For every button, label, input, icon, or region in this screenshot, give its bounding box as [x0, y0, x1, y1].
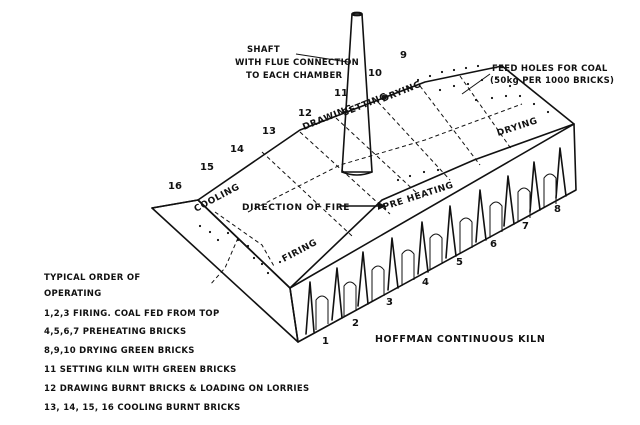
chamber-number-6: 6	[490, 239, 497, 250]
chamber-number-16: 16	[168, 181, 182, 192]
diagram-title: HOFFMAN CONTINUOUS KILN	[375, 334, 545, 345]
operating-order-legend: TYPICAL ORDER OF OPERATING 1,2,3 FIRING.…	[44, 273, 309, 413]
chamber-number-7: 7	[522, 221, 529, 232]
legend-item-cooling: 13, 14, 15, 16 COOLING BURNT BRICKS	[44, 403, 241, 413]
zone-drying-right: DRYING	[496, 116, 539, 139]
shaft-label-line-1: SHAFT	[247, 45, 280, 55]
shaft-label-line-2: WITH FLUE CONNECTION	[235, 58, 359, 68]
leader-lines	[295, 53, 491, 95]
chamber-number-1: 1	[322, 336, 329, 347]
zone-drying-top: DRYING	[380, 80, 423, 105]
chamber-number-2: 2	[352, 318, 359, 329]
chamber-number-13: 13	[262, 126, 276, 137]
shaft-chimney	[341, 11, 373, 176]
legend-item-setting: 11 SETTING KILN WITH GREEN BRICKS	[44, 365, 237, 375]
direction-arrow	[339, 202, 386, 210]
buttresses	[305, 147, 567, 335]
legend-item-drying: 8,9,10 DRYING GREEN BRICKS	[44, 346, 195, 356]
shaft-label-line-3: TO EACH CHAMBER	[246, 71, 343, 81]
chamber-number-11: 11	[334, 88, 348, 99]
legend-item-drawing: 12 DRAWING BURNT BRICKS & LOADING ON LOR…	[44, 384, 309, 394]
chamber-number-10: 10	[368, 68, 382, 79]
chamber-number-8: 8	[554, 204, 561, 215]
legend-item-firing: 1,2,3 FIRING. COAL FED FROM TOP	[44, 309, 219, 319]
chamber-number-9: 9	[400, 50, 407, 61]
feed-holes-line-2: (50kg PER 1000 BRICKS)	[490, 76, 614, 86]
chamber-number-15: 15	[200, 162, 214, 173]
zone-direction-of-fire: DIRECTION OF FIRE	[242, 203, 350, 213]
kiln-body	[151, 64, 577, 343]
chamber-number-12: 12	[298, 108, 312, 119]
chamber-number-3: 3	[386, 297, 393, 308]
shaft-label: SHAFT WITH FLUE CONNECTION TO EACH CHAMB…	[235, 45, 359, 81]
kiln-end-face	[151, 199, 299, 343]
chamber-numbers: 1 2 3 4 5 6 7 8 9 10 11 12 13 14 15 16	[168, 50, 561, 347]
legend-item-preheating: 4,5,6,7 PREHEATING BRICKS	[44, 327, 186, 337]
zone-preheating: PRE HEATING	[382, 181, 455, 213]
feed-hole-dots	[198, 64, 550, 275]
chamber-cross-lines	[261, 75, 513, 237]
legend-heading-2: OPERATING	[44, 289, 101, 299]
feed-holes-line-1: FEED HOLES FOR COAL	[492, 64, 608, 74]
top-centre-line	[247, 103, 523, 213]
chamber-number-5: 5	[456, 257, 463, 268]
chamber-number-4: 4	[422, 277, 429, 288]
chamber-number-14: 14	[230, 144, 244, 155]
legend-heading-1: TYPICAL ORDER OF	[44, 273, 141, 283]
feed-holes-label: FEED HOLES FOR COAL (50kg PER 1000 BRICK…	[490, 64, 614, 86]
zone-firing: FIRING	[281, 238, 320, 265]
end-face-hidden-line	[209, 237, 239, 286]
